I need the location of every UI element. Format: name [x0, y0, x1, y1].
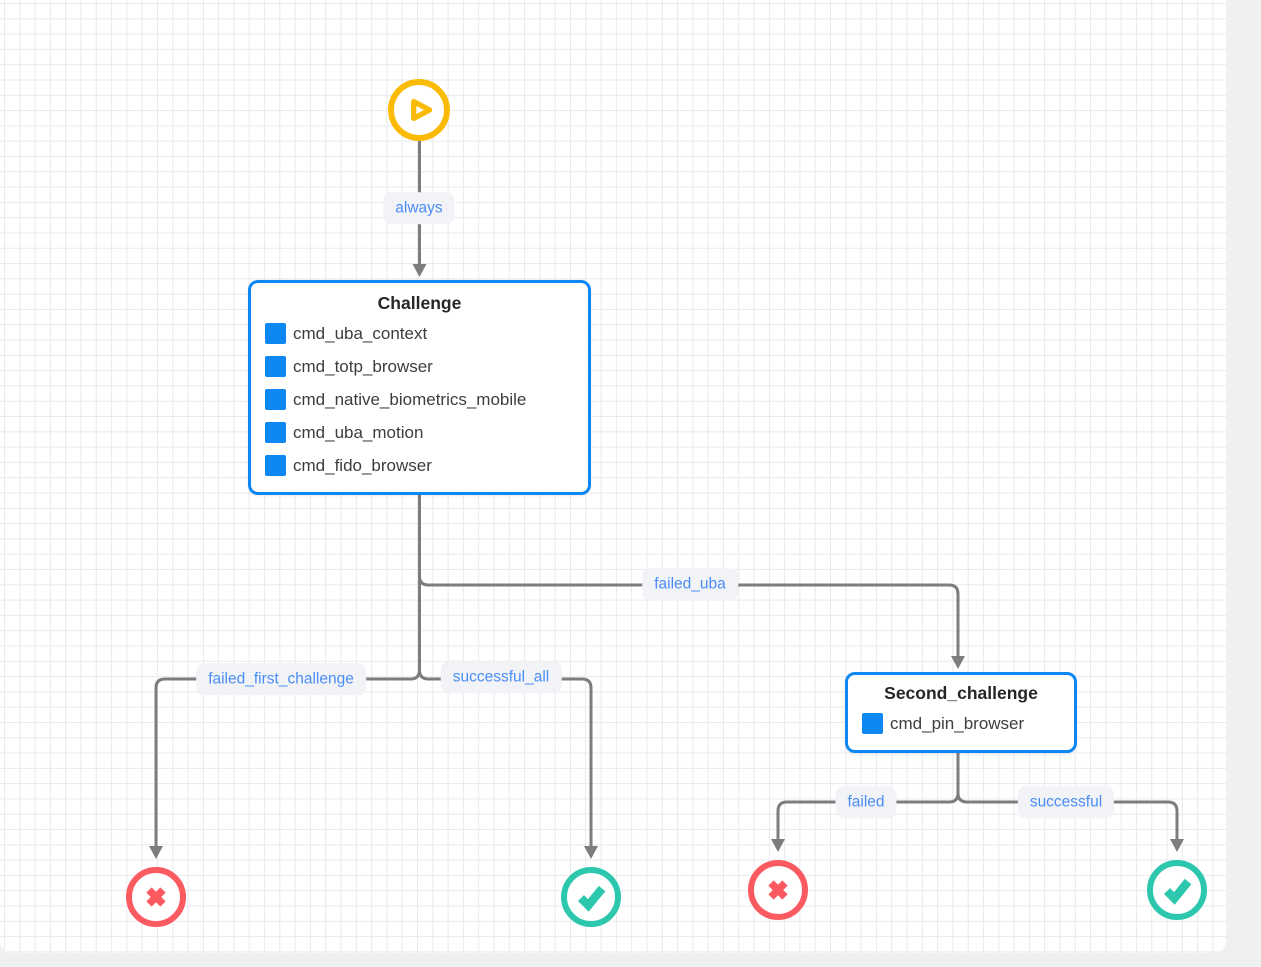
command-label: cmd_fido_browser [293, 455, 432, 475]
edge-label-always[interactable]: always [383, 192, 455, 224]
command-item: cmd_fido_browser [251, 449, 588, 482]
x-icon [768, 880, 788, 900]
edge-label-failed[interactable]: failed [835, 786, 897, 818]
command-square-icon [265, 389, 286, 410]
command-label: cmd_uba_context [293, 323, 428, 343]
flow-canvas-grid[interactable] [0, 0, 1226, 953]
end-node-successful-second-challenge[interactable] [1147, 860, 1207, 920]
end-node-successful-all[interactable] [561, 867, 621, 927]
arrowhead-icon [412, 264, 427, 277]
end-node-failed-first-challenge[interactable] [126, 867, 186, 927]
node-second-challenge[interactable]: Second_challenge cmd_pin_browser [845, 672, 1077, 753]
command-square-icon [265, 356, 286, 377]
edge-label-failed-first-challenge[interactable]: failed_first_challenge [196, 663, 366, 695]
command-label: cmd_uba_motion [293, 422, 424, 442]
node-challenge[interactable]: Challenge cmd_uba_context cmd_totp_brows… [248, 280, 591, 495]
start-node[interactable] [388, 79, 450, 141]
command-square-icon [265, 323, 286, 344]
x-icon [146, 887, 166, 907]
edge-label-failed-uba[interactable]: failed_uba [642, 568, 738, 600]
edge-label-successful-all[interactable]: successful_all [440, 661, 562, 693]
command-square-icon [862, 713, 883, 734]
command-label: cmd_pin_browser [890, 713, 1025, 733]
node-title: Challenge [377, 293, 462, 313]
command-item: cmd_uba_motion [251, 416, 588, 449]
check-icon [1163, 878, 1192, 905]
check-icon [577, 885, 606, 912]
command-item: cmd_totp_browser [251, 350, 588, 383]
command-square-icon [265, 455, 286, 476]
command-square-icon [265, 422, 286, 443]
command-label: cmd_totp_browser [293, 356, 433, 376]
arrowhead-icon [149, 846, 163, 859]
edge-arrowheads [149, 264, 1184, 859]
play-icon [411, 98, 433, 122]
edge-label-successful[interactable]: successful [1017, 786, 1115, 818]
arrowhead-icon [771, 839, 785, 852]
command-label: cmd_native_biometrics_mobile [293, 389, 527, 409]
command-item: cmd_pin_browser [848, 707, 1074, 740]
end-node-failed-second-challenge[interactable] [748, 860, 808, 920]
command-item: cmd_native_biometrics_mobile [251, 383, 588, 416]
arrowhead-icon [951, 656, 965, 669]
arrowhead-icon [1170, 839, 1184, 852]
arrowhead-icon [584, 846, 598, 859]
node-title: Second_challenge [884, 683, 1038, 703]
command-item: cmd_uba_context [251, 317, 588, 350]
